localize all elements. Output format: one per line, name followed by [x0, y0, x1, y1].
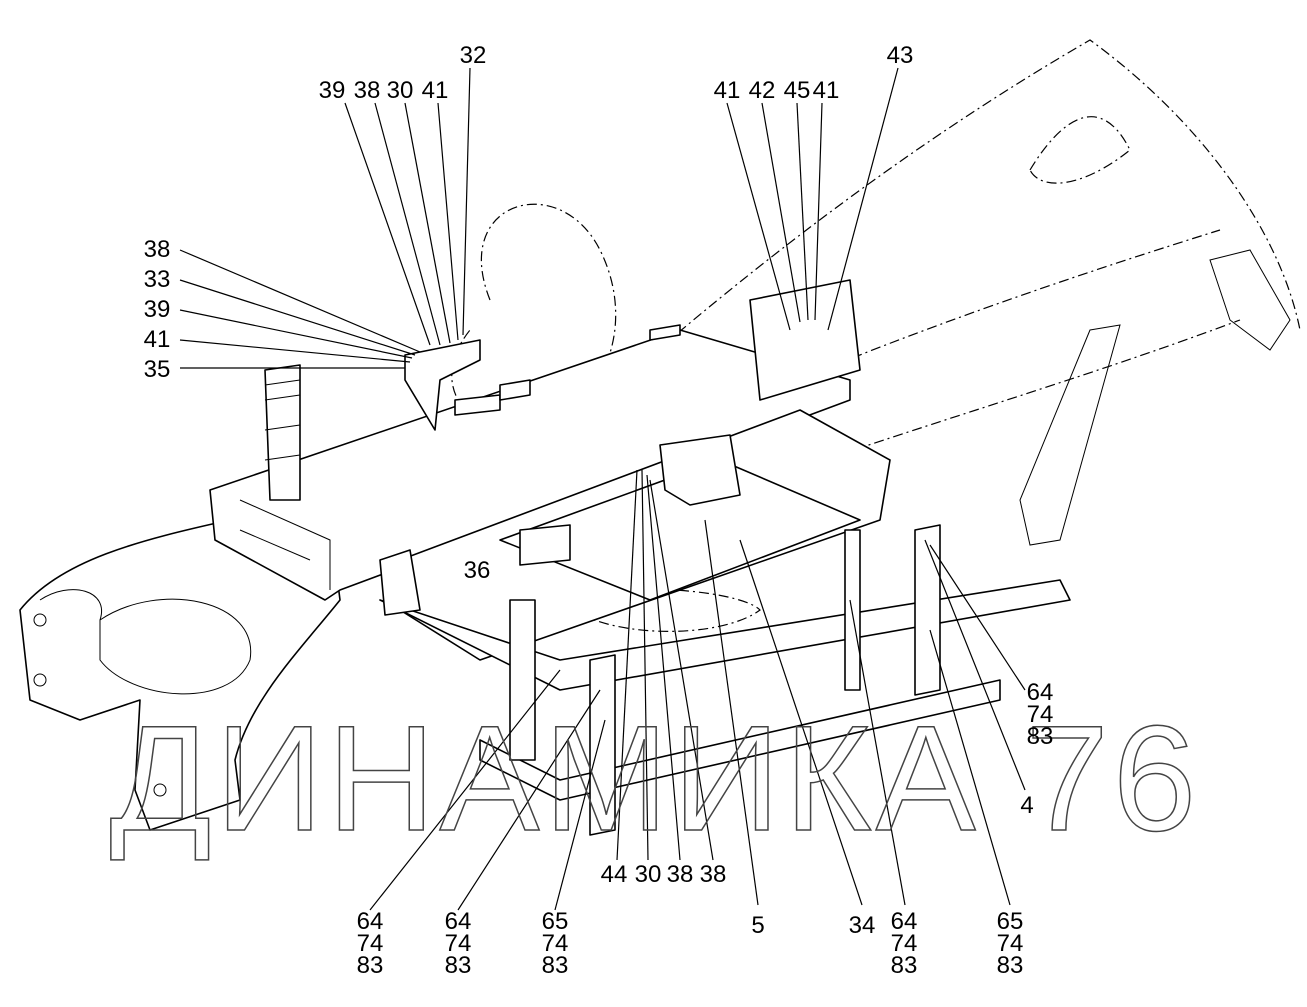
callout-label: 5: [751, 912, 764, 939]
callout-label: 83: [357, 952, 384, 979]
callout-label: 41: [714, 77, 741, 104]
callout-label: 45: [784, 77, 811, 104]
callout-label: 64: [891, 908, 918, 935]
callout-label: 33: [144, 266, 171, 293]
callout-label: 64: [445, 908, 472, 935]
callout-label: 43: [887, 42, 914, 69]
callout-label: 30: [635, 861, 662, 888]
callout-label: 39: [319, 77, 346, 104]
callout-label: 74: [542, 930, 569, 957]
semi-frame: [19, 519, 341, 831]
callout-label: 30: [387, 77, 414, 104]
callout-label: 38: [667, 861, 694, 888]
callout-label: 64: [357, 908, 384, 935]
callout-label: 32: [460, 42, 487, 69]
callout-label: 41: [144, 326, 171, 353]
callout-label: 34: [849, 912, 876, 939]
callout-label: 42: [749, 77, 776, 104]
callout-label: 4: [1020, 792, 1033, 819]
callout-labels: 32 39 38 30 41 43 41 42 45 41 38 33 39 4…: [144, 42, 1054, 979]
callout-label: 83: [1027, 723, 1054, 750]
callout-label: 38: [354, 77, 381, 104]
callout-label: 38: [700, 861, 727, 888]
callout-label: 44: [601, 861, 628, 888]
callout-label: 41: [813, 77, 840, 104]
callout-label: 65: [542, 908, 569, 935]
callout-label: 38: [144, 236, 171, 263]
callout-label: 65: [997, 908, 1024, 935]
callout-label: 41: [422, 77, 449, 104]
callout-label: 74: [997, 930, 1024, 957]
callout-label: 74: [1027, 701, 1054, 728]
leader-lines: [179, 67, 1026, 911]
callout-label: 39: [144, 296, 171, 323]
callout-label: 36: [464, 557, 491, 584]
callout-label: 35: [144, 356, 171, 383]
callout-label: 64: [1027, 679, 1054, 706]
watermark: ДИНАМИКА 76: [110, 694, 1200, 862]
callout-label: 83: [997, 952, 1024, 979]
callout-label: 74: [891, 930, 918, 957]
callout-label: 83: [542, 952, 569, 979]
callout-label: 83: [445, 952, 472, 979]
callout-label: 83: [891, 952, 918, 979]
callout-label: 74: [445, 930, 472, 957]
callout-label: 74: [357, 930, 384, 957]
